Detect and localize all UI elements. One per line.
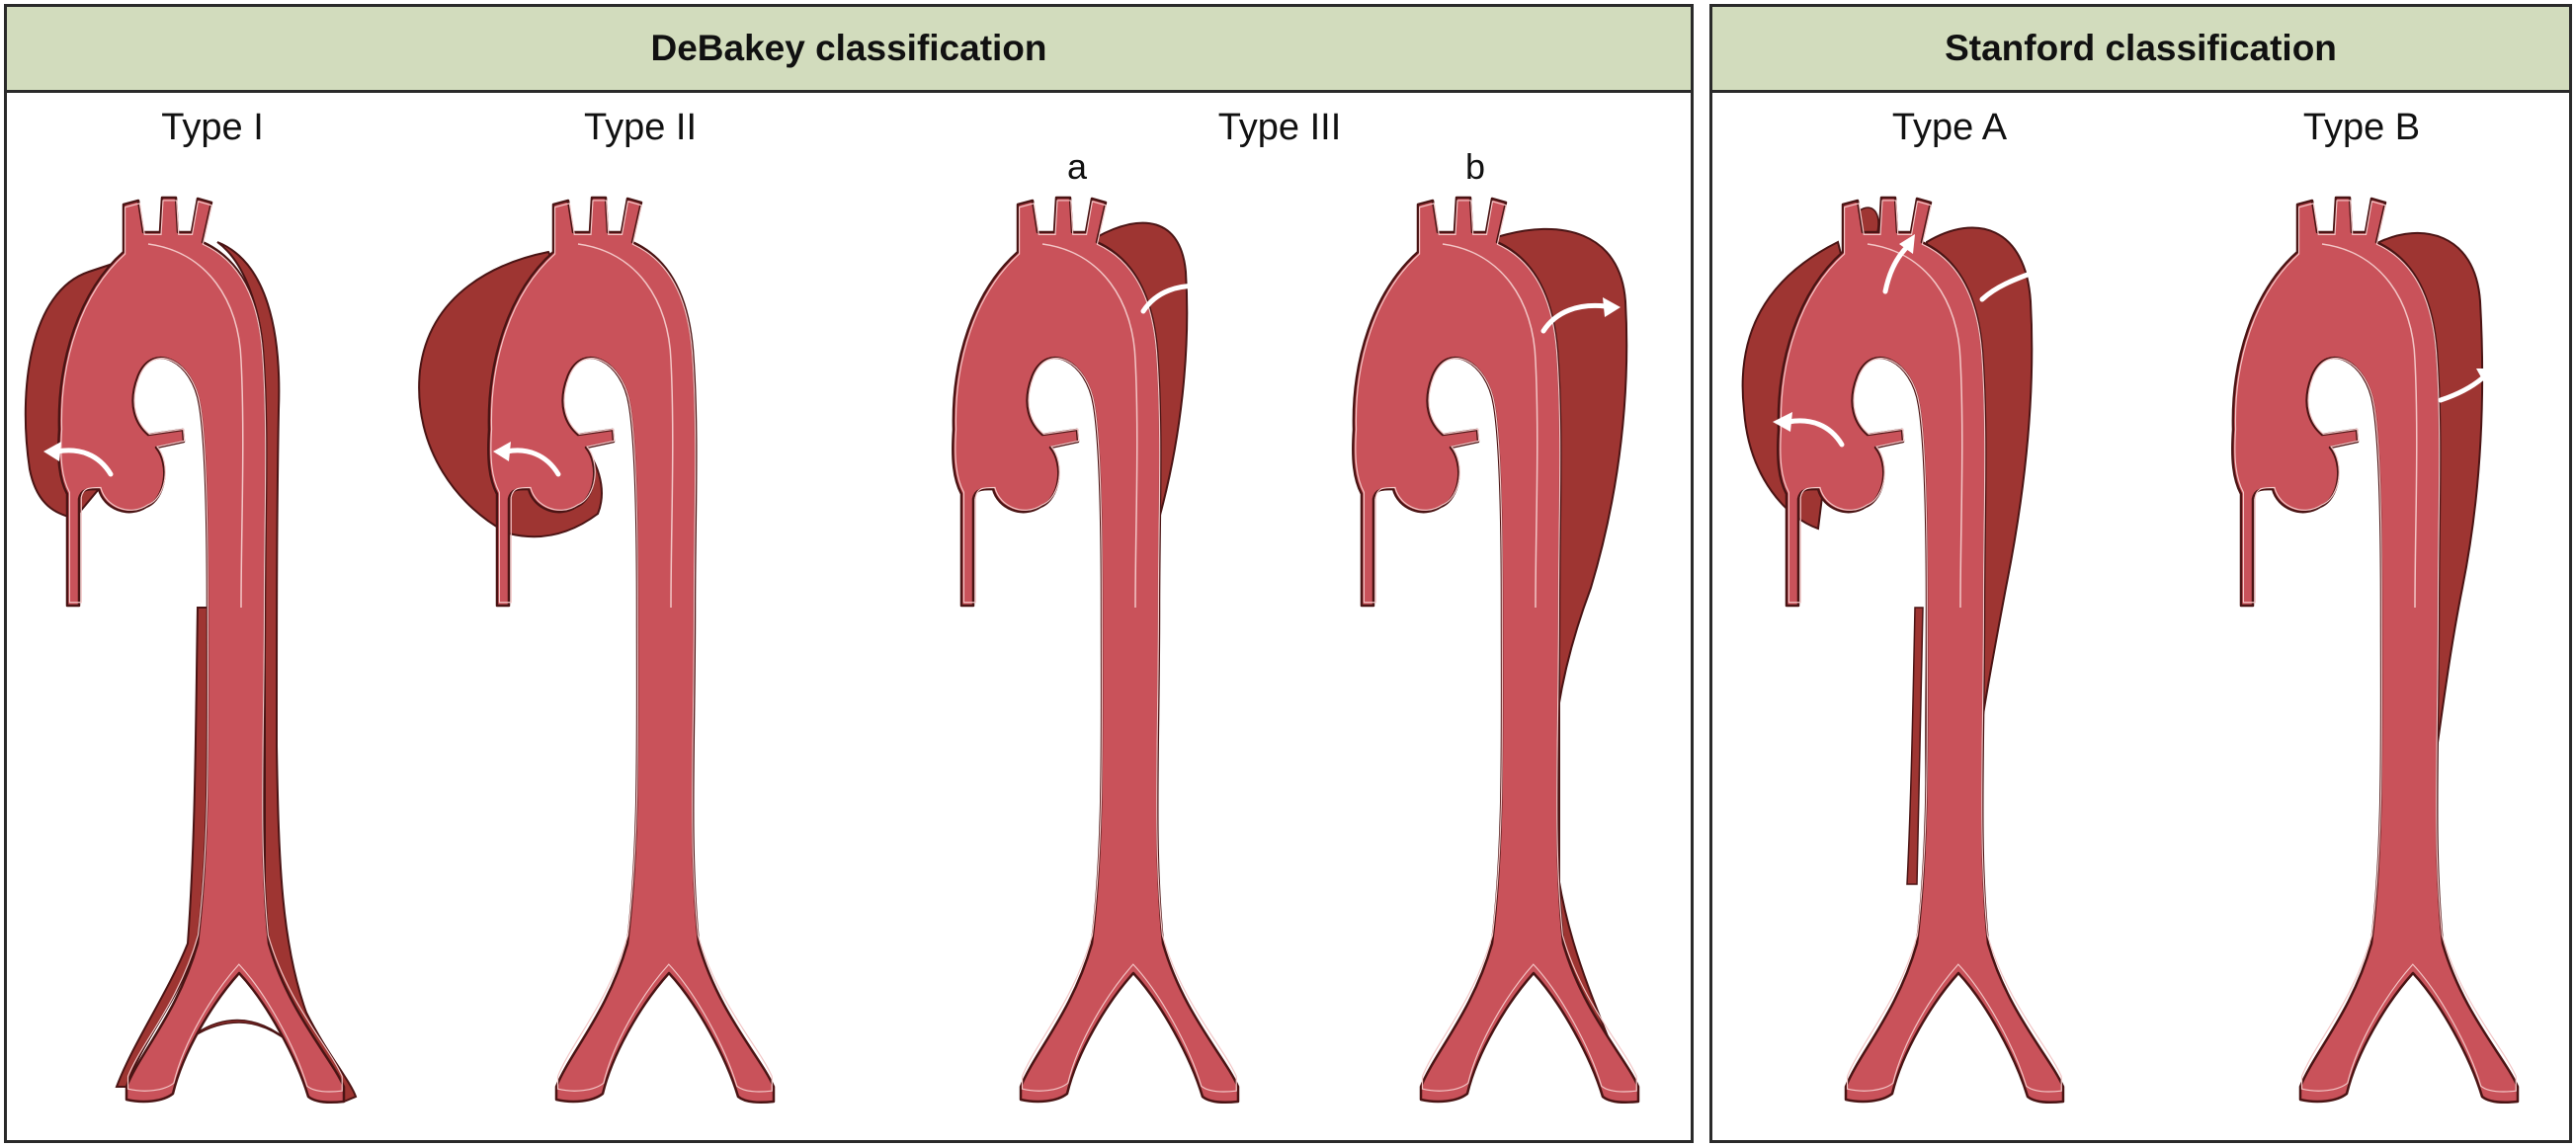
entry-arrow-shaft [1140, 283, 1208, 314]
entry-arrow-arch-shaft [1882, 244, 1910, 294]
aorta-type-b [2231, 196, 2520, 1105]
entry-arrow-descending-head [2032, 262, 2049, 282]
aorta-type-iii-a [952, 196, 1240, 1105]
aorta-inner-highlight [2234, 200, 2517, 1093]
aorta-lumen [2231, 196, 2520, 1105]
aorta-type-a [1741, 196, 2065, 1105]
label-type-iii: Type III [1217, 107, 1342, 148]
aorta-type-ii [418, 196, 776, 1105]
false-lumen-inner-strip [1906, 607, 1924, 885]
aorta-inner-line [1442, 243, 1538, 609]
entry-arrow-arch-head [1899, 234, 1915, 254]
label-type-i: Type I [161, 107, 264, 148]
entry-arrow-shaft [504, 448, 561, 477]
aorta-lumen [1777, 196, 2065, 1105]
label-type-iii-b: b [1464, 146, 1486, 187]
entry-arrow-head [2476, 369, 2494, 386]
aorta-inner-line [147, 243, 244, 609]
entry-arrow-head [1203, 278, 1220, 297]
entry-arrow-shaft [54, 448, 114, 477]
entry-arrow-head [493, 442, 511, 461]
entry-arrow-shaft [2438, 375, 2485, 403]
entry-arrow-shaft [1540, 302, 1609, 334]
label-type-ii: Type II [583, 107, 698, 148]
entry-arrow-descending-shaft [1979, 269, 2038, 302]
stanford-title: Stanford classification [1945, 28, 2337, 68]
entry-arrow-head [43, 442, 61, 461]
label-type-a: Type A [1891, 107, 2008, 148]
aorta-lumen [952, 196, 1240, 1105]
aorta-lumen [57, 196, 346, 1105]
aorta-inner-highlight [1355, 200, 1637, 1093]
aorta-inner-highlight [955, 200, 1237, 1093]
aorta-inner-highlight [490, 200, 773, 1093]
aorta-inner-highlight [60, 200, 343, 1093]
entry-arrow-ascending-shaft [1786, 418, 1845, 448]
aorta-inner-line [1041, 243, 1138, 609]
aorta-inner-line [577, 243, 674, 609]
entry-arrow-head [1603, 297, 1620, 317]
aorta-inner-line [2321, 243, 2418, 609]
aorta-lumen [1352, 196, 1640, 1105]
aorta-type-i [24, 196, 358, 1105]
label-type-iii-a: a [1066, 146, 1088, 187]
aorta-lumen [487, 196, 776, 1105]
debakey-title: DeBakey classification [650, 28, 1047, 68]
aorta-inner-highlight [1780, 200, 2062, 1093]
stanford-header: Stanford classification [1712, 7, 2569, 93]
debakey-header: DeBakey classification [7, 7, 1691, 93]
aorta-type-iii-b [1352, 196, 1640, 1105]
aorta-inner-line [1867, 243, 1963, 609]
label-type-b: Type B [2302, 107, 2421, 148]
entry-arrow-ascending-head [1773, 412, 1792, 432]
